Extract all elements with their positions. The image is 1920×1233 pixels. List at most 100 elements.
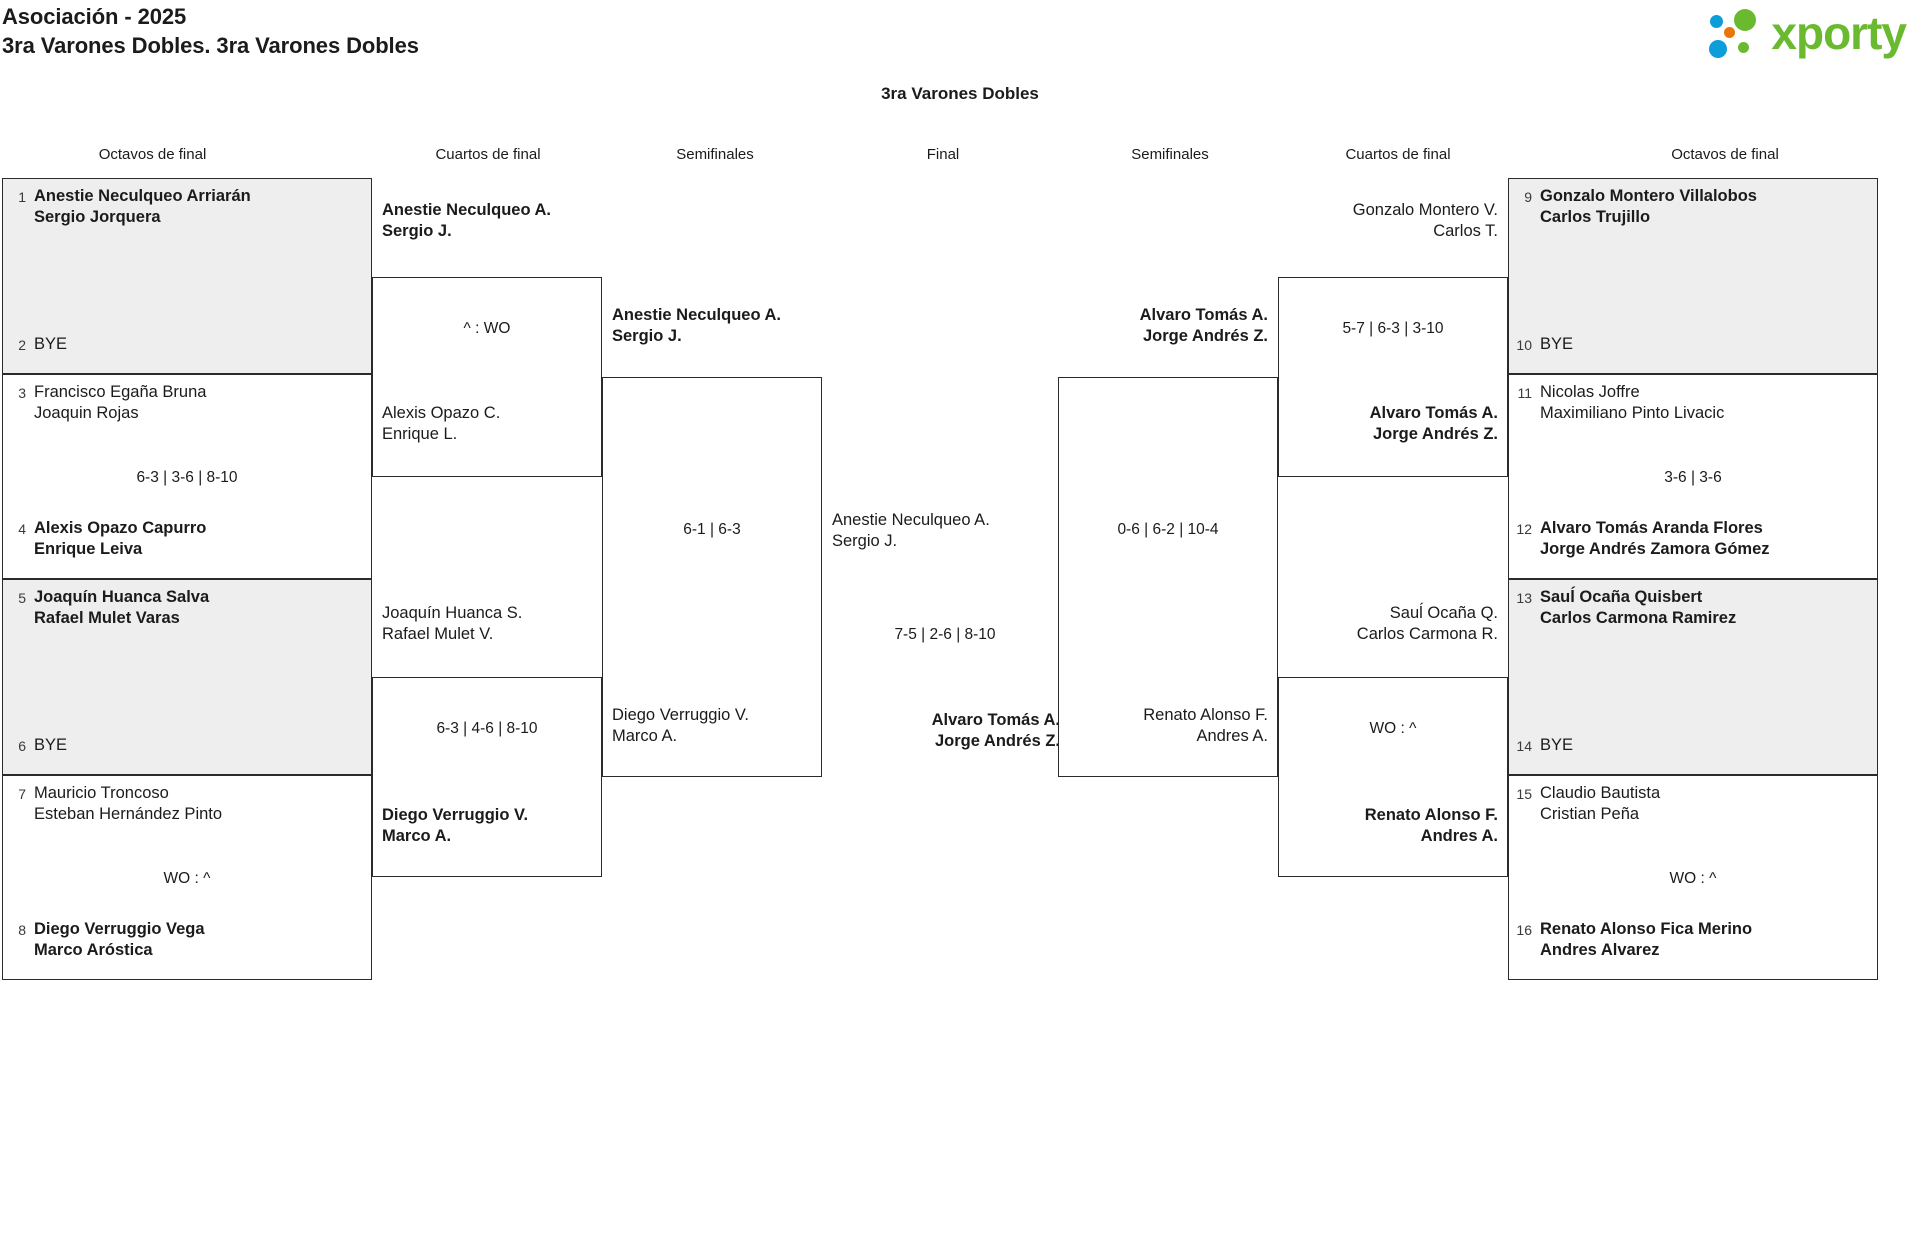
title-line-2: 3ra Varones Dobles. 3ra Varones Dobles [2, 33, 419, 59]
player-slot-left-sf-1b[interactable]: Diego Verruggio V. Marco A. [612, 705, 749, 747]
round-header-right-qf: Cuartos de final [1345, 146, 1451, 163]
player-name: Sergio J. [382, 221, 452, 240]
player-name: BYE [1540, 736, 1574, 754]
player-name: Jorge Andrés Z. [935, 731, 1060, 750]
round-header-left-sf: Semifinales [676, 146, 754, 163]
seed-number: 10 [1516, 337, 1532, 353]
match-box-right-r16-2[interactable] [1508, 374, 1878, 579]
match-score-left-r16-4: WO : ^ [163, 870, 211, 887]
match-box-right-qf-2[interactable] [1278, 677, 1508, 877]
player-name: Carlos T. [1433, 221, 1498, 240]
bracket-subtitle: 3ra Varones Dobles [881, 84, 1039, 103]
player-name: Joaquín Huanca Salva [34, 588, 210, 606]
player-name: Diego Verruggio V. [612, 706, 749, 724]
player-name: Joaquin Rojas [34, 403, 139, 422]
match-box-left-qf-2[interactable] [372, 677, 602, 877]
match-score-left-qf-2: 6-3 | 4-6 | 8-10 [436, 720, 538, 737]
player-name: Rafael Mulet Varas [34, 608, 180, 627]
player-name: Sergio J. [832, 531, 898, 550]
player-name: Renato Alonso F. [1364, 806, 1498, 824]
match-box-left-r16-1[interactable] [2, 178, 372, 374]
seed-number: 2 [18, 337, 26, 353]
seed-number: 5 [18, 590, 26, 606]
player-slot-right-sf-1a[interactable]: Alvaro Tomás A.Jorge Andrés Z. [1068, 305, 1268, 347]
round-header-right-sf: Semifinales [1131, 146, 1209, 163]
player-slot-left-sf-1a[interactable]: Anestie Neculqueo A. Sergio J. [612, 305, 781, 347]
player-name: Marco A. [612, 726, 678, 745]
player-name: Claudio Bautista [1540, 784, 1661, 802]
match-box-right-qf-1[interactable] [1278, 277, 1508, 477]
player-name: Anestie Neculqueo A. [612, 306, 782, 324]
player-name: Sauĺ Ocaña Q. [1389, 604, 1498, 622]
match-box-right-r16-3[interactable] [1508, 579, 1878, 775]
player-name: Maximiliano Pinto Livacic [1540, 403, 1725, 422]
player-name: Sergio J. [612, 326, 682, 345]
round-header-final: Final [926, 146, 960, 163]
seed-number: 16 [1516, 922, 1532, 938]
player-name: Sauĺ Ocaña Quisbert [1540, 588, 1703, 606]
player-name: BYE [34, 335, 68, 353]
player-slot-left-r16-6[interactable]: 6 BYE [10, 735, 67, 756]
player-name: BYE [1540, 335, 1574, 353]
player-name: Rafael Mulet V. [382, 624, 494, 643]
player-name: Joaquín Huanca S. [382, 604, 523, 622]
match-box-right-sf-1[interactable] [1058, 377, 1278, 777]
player-name: Francisco Egaña Bruna [34, 383, 207, 401]
player-slot-right-r16-2[interactable]: 10 BYE [1516, 334, 1573, 355]
player-slot-right-sf-1b[interactable]: Renato Alonso F.Andres A. [1068, 705, 1268, 747]
xporty-logo: xporty [1709, 6, 1907, 60]
player-slot-left-qf-2a[interactable]: Joaquín Huanca S. Rafael Mulet V. [382, 603, 522, 645]
logo-wordmark: xporty [1771, 7, 1907, 59]
player-slot-left-qf-1b[interactable]: Alexis Opazo C.Enrique L. [382, 403, 500, 445]
player-slot-right-qf-1b[interactable]: Alvaro Tomás A.Jorge Andrés Z. [1288, 403, 1498, 445]
match-box-left-r16-2[interactable] [2, 374, 372, 579]
player-slot-right-qf-2a[interactable]: Sauĺ Ocaña Q.Carlos Carmona R. [1288, 603, 1498, 645]
player-slot-left-qf-1a[interactable]: Anestie Neculqueo A.Sergio J. [382, 200, 551, 242]
match-score-left-sf-1: 6-1 | 6-3 [683, 521, 741, 538]
seed-number: 4 [18, 521, 26, 537]
player-name: Anestie Neculqueo A. [832, 511, 990, 529]
player-slot-right-r16-6[interactable]: 14 BYE [1516, 735, 1573, 756]
match-box-left-sf-1[interactable] [602, 377, 822, 777]
player-slot-final-bottom[interactable]: Alvaro Tomás A.Jorge Andrés Z. [880, 710, 1060, 752]
player-name: Mauricio Troncoso [34, 784, 169, 802]
seed-number: 12 [1516, 521, 1532, 537]
player-name: Sergio Jorquera [34, 207, 161, 226]
player-name: Carlos Trujillo [1540, 207, 1651, 226]
match-box-left-qf-1[interactable] [372, 277, 602, 477]
player-name: Renato Alonso Fica Merino [1540, 920, 1753, 938]
logo-dots-icon [1709, 6, 1763, 60]
player-slot-left-qf-2b[interactable]: Diego Verruggio V.Marco A. [382, 805, 528, 847]
match-box-left-r16-4[interactable] [2, 775, 372, 980]
match-box-right-r16-1[interactable] [1508, 178, 1878, 374]
player-name: Carlos Carmona Ramirez [1540, 608, 1737, 627]
match-score-right-qf-1: 5-7 | 6-3 | 3-10 [1342, 320, 1444, 337]
player-name: Alvaro Tomás Aranda Flores [1540, 519, 1763, 537]
player-slot-right-qf-2b[interactable]: Renato Alonso F.Andres A. [1288, 805, 1498, 847]
match-box-left-r16-3[interactable] [2, 579, 372, 775]
match-score-right-r16-2: 3-6 | 3-6 [1664, 469, 1722, 486]
player-name: Diego Verruggio V. [382, 806, 529, 824]
player-name: BYE [34, 736, 68, 754]
player-slot-right-qf-1a[interactable]: Gonzalo Montero V.Carlos T. [1288, 200, 1498, 242]
seed-number: 6 [18, 738, 26, 754]
player-name: Andres Alvarez [1540, 940, 1660, 959]
match-box-right-r16-4[interactable] [1508, 775, 1878, 980]
player-slot-final-top[interactable]: Anestie Neculqueo A. Sergio J. [832, 510, 990, 552]
page-title: Asociación - 2025 3ra Varones Dobles. 3r… [2, 2, 419, 61]
match-score-right-qf-2: WO : ^ [1369, 720, 1417, 737]
player-slot-left-r16-2[interactable]: 2 BYE [10, 334, 67, 355]
